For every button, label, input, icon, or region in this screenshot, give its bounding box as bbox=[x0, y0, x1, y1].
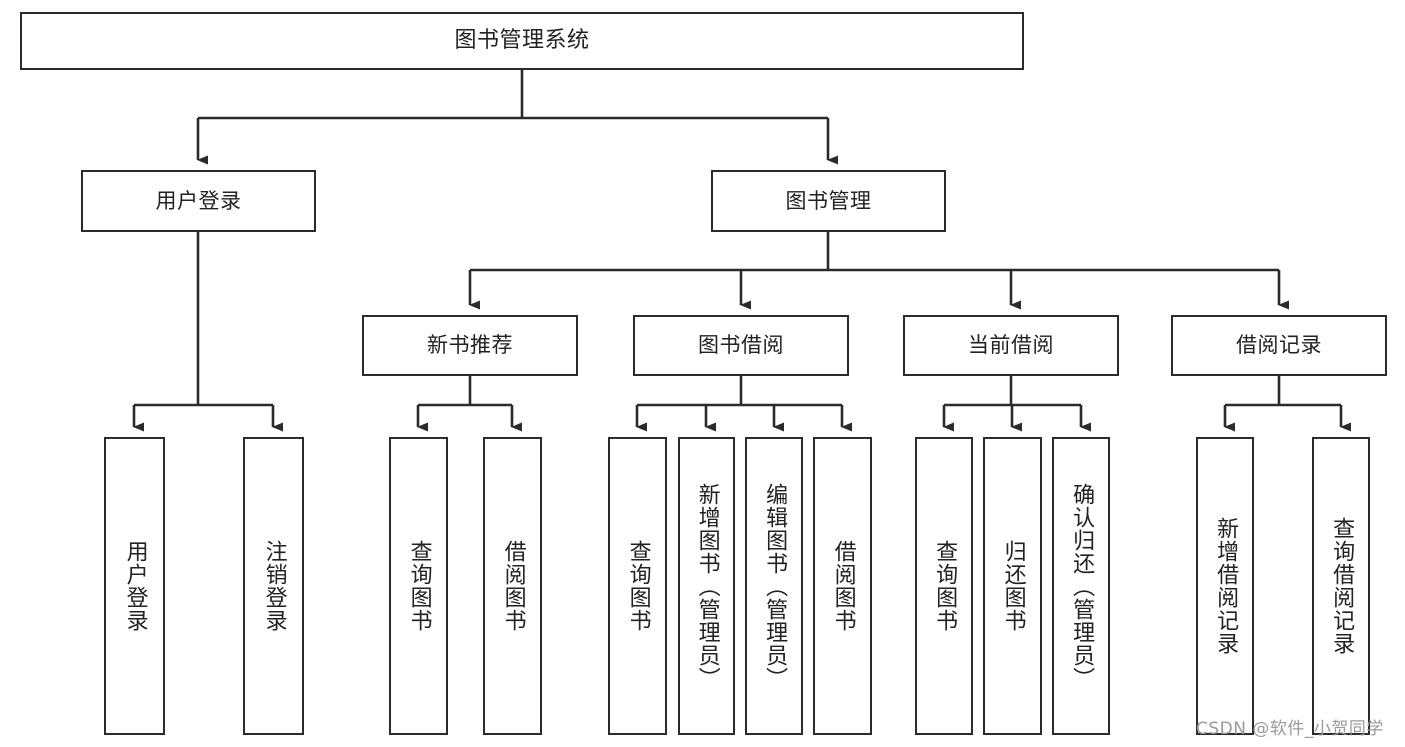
node-new-book-recommend[interactable]: 新书推荐 bbox=[362, 315, 578, 376]
node-leaf-query-borrow-record-label: 查询借阅记录 bbox=[1329, 517, 1355, 655]
node-leaf-edit-book-admin-label: 编辑图书（管理员） bbox=[762, 482, 788, 690]
node-leaf-borrow-book-label: 借阅图书 bbox=[830, 540, 856, 632]
node-leaf-logout-label: 注销登录 bbox=[261, 540, 287, 632]
node-borrow-record-label: 借阅记录 bbox=[1236, 333, 1322, 358]
node-leaf-query-borrow-record[interactable]: 查询借阅记录 bbox=[1312, 437, 1370, 735]
node-leaf-borrow-book-rec[interactable]: 借阅图书 bbox=[483, 437, 542, 735]
node-leaf-query-book-cur-label: 查询图书 bbox=[932, 540, 958, 632]
node-new-book-recommend-label: 新书推荐 bbox=[427, 333, 513, 358]
node-leaf-return-book[interactable]: 归还图书 bbox=[983, 437, 1042, 735]
node-leaf-query-book-borrow[interactable]: 查询图书 bbox=[608, 437, 667, 735]
node-user-login-label: 用户登录 bbox=[155, 188, 242, 213]
node-leaf-confirm-return-admin-label: 确认归还（管理员） bbox=[1069, 482, 1095, 690]
node-current-borrow-label: 当前借阅 bbox=[968, 333, 1054, 358]
node-leaf-confirm-return-admin[interactable]: 确认归还（管理员） bbox=[1052, 437, 1110, 735]
node-leaf-borrow-book[interactable]: 借阅图书 bbox=[813, 437, 872, 735]
node-root[interactable]: 图书管理系统 bbox=[20, 12, 1024, 70]
node-book-manage[interactable]: 图书管理 bbox=[711, 170, 946, 232]
node-leaf-add-borrow-record[interactable]: 新增借阅记录 bbox=[1196, 437, 1254, 735]
node-leaf-user-login[interactable]: 用户登录 bbox=[104, 437, 165, 735]
node-leaf-edit-book-admin[interactable]: 编辑图书（管理员） bbox=[745, 437, 803, 735]
node-leaf-borrow-book-rec-label: 借阅图书 bbox=[500, 540, 526, 632]
node-leaf-query-book-rec[interactable]: 查询图书 bbox=[389, 437, 448, 735]
node-borrow-record[interactable]: 借阅记录 bbox=[1171, 315, 1387, 376]
node-leaf-add-book-admin-label: 新增图书（管理员） bbox=[694, 482, 720, 690]
node-leaf-query-book-cur[interactable]: 查询图书 bbox=[915, 437, 973, 735]
node-leaf-query-book-borrow-label: 查询图书 bbox=[625, 540, 651, 632]
node-leaf-add-book-admin[interactable]: 新增图书（管理员） bbox=[678, 437, 735, 735]
node-leaf-query-book-rec-label: 查询图书 bbox=[406, 540, 432, 632]
node-user-login[interactable]: 用户登录 bbox=[81, 170, 316, 232]
node-leaf-user-login-label: 用户登录 bbox=[122, 540, 148, 632]
node-leaf-logout[interactable]: 注销登录 bbox=[243, 437, 304, 735]
csdn-watermark: CSDN @软件_小贺同学 bbox=[1196, 719, 1384, 739]
node-current-borrow[interactable]: 当前借阅 bbox=[903, 315, 1119, 376]
node-root-label: 图书管理系统 bbox=[454, 28, 590, 54]
node-book-manage-label: 图书管理 bbox=[785, 188, 872, 213]
node-leaf-return-book-label: 归还图书 bbox=[1000, 540, 1026, 632]
node-book-borrow-label: 图书借阅 bbox=[698, 333, 784, 358]
node-leaf-add-borrow-record-label: 新增借阅记录 bbox=[1213, 517, 1239, 655]
node-book-borrow[interactable]: 图书借阅 bbox=[633, 315, 849, 376]
